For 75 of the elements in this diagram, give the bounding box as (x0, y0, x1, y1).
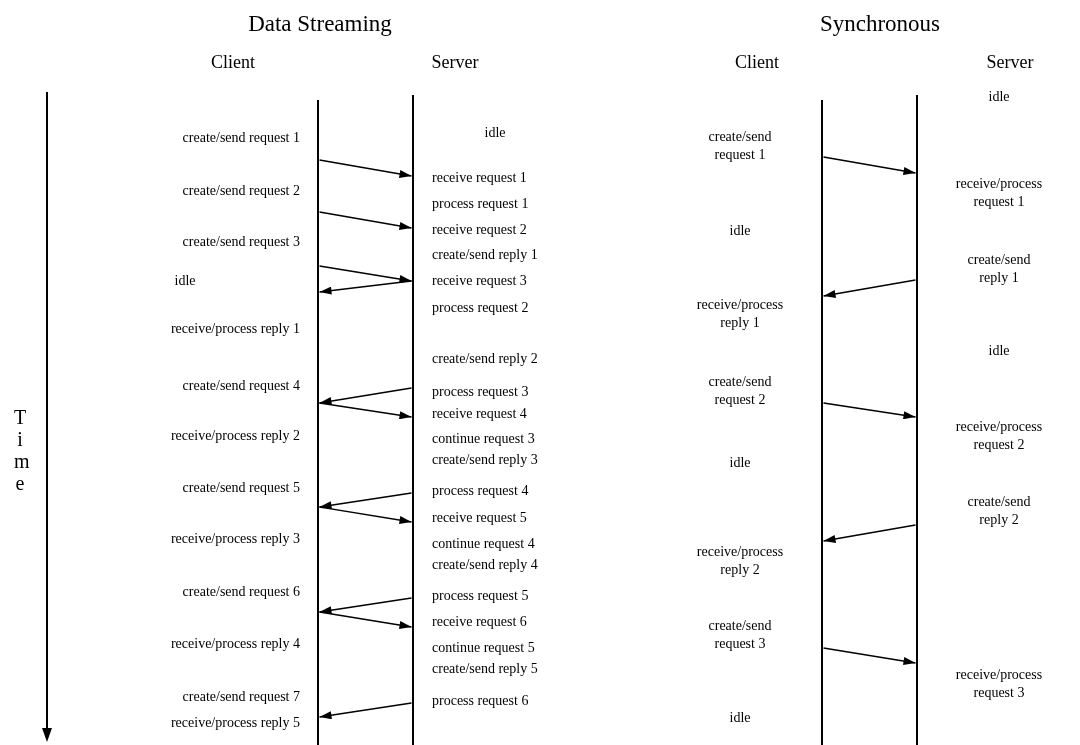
message-arrow (318, 506, 413, 524)
step-text: idle (988, 87, 1010, 106)
column-heading: Client (211, 50, 255, 74)
lifeline (412, 95, 414, 745)
step-text: receive/process request 2 (954, 417, 1044, 453)
step-text: create/send reply 1 (432, 245, 538, 264)
step-text: process request 3 (432, 382, 529, 401)
step-text: receive/process reply 2 (695, 542, 785, 578)
message-arrow (318, 211, 413, 230)
step-text: continue request 4 (432, 534, 535, 553)
column-heading: Server (431, 50, 479, 74)
message-arrow (822, 647, 917, 665)
message-arrow (318, 387, 413, 405)
step-text: process request 6 (432, 691, 529, 710)
step-text: create/send request 3 (707, 616, 773, 652)
step-text: receive request 4 (432, 404, 527, 423)
lifeline (821, 100, 823, 745)
step-text: process request 2 (432, 298, 529, 317)
step-text: receive request 6 (432, 612, 527, 631)
step-text: create/send reply 4 (432, 555, 538, 574)
step-text: receive request 2 (432, 220, 527, 239)
column-title: Synchronous (819, 9, 941, 38)
step-text: idle (729, 708, 751, 727)
step-text: process request 1 (432, 194, 529, 213)
message-arrow (318, 492, 413, 510)
lifeline (916, 95, 918, 745)
step-text: receive/process request 3 (954, 665, 1044, 701)
step-text: idle (484, 123, 506, 142)
message-arrow (822, 524, 917, 543)
message-arrow (318, 159, 413, 178)
lifeline (317, 100, 319, 745)
column-title: Data Streaming (248, 9, 392, 38)
step-text: receive/process reply 5 (170, 713, 300, 732)
message-arrow (822, 279, 917, 298)
message-arrow (318, 597, 413, 615)
message-arrow (318, 702, 413, 720)
step-text: receive/process reply 2 (170, 426, 300, 445)
step-text: create/send request 7 (182, 687, 300, 706)
message-arrow (822, 156, 917, 175)
step-text: create/send request 1 (707, 127, 773, 163)
step-text: receive request 5 (432, 508, 527, 527)
column-heading: Client (735, 50, 779, 74)
message-arrow (318, 402, 413, 420)
step-text: continue request 5 (432, 638, 535, 657)
step-text: receive request 1 (432, 168, 527, 187)
step-text: create/send request 2 (182, 181, 300, 200)
step-text: create/send reply 2 (966, 492, 1032, 528)
step-text: create/send request 2 (707, 372, 773, 408)
step-text: create/send reply 2 (432, 349, 538, 368)
step-text: continue request 3 (432, 429, 535, 448)
step-text: create/send request 4 (182, 376, 300, 395)
step-text: create/send reply 1 (966, 250, 1032, 286)
step-text: process request 4 (432, 481, 529, 500)
step-text: idle (988, 341, 1010, 360)
step-text: receive/process request 1 (954, 174, 1044, 210)
column-heading: Server (986, 50, 1034, 74)
step-text: create/send request 1 (182, 128, 300, 147)
message-arrow (318, 280, 413, 295)
step-text: create/send reply 3 (432, 450, 538, 469)
step-text: create/send reply 5 (432, 659, 538, 678)
step-text: create/send request 5 (182, 478, 300, 497)
step-text: receive/process reply 1 (170, 319, 300, 338)
message-arrow (318, 611, 413, 629)
message-arrow (822, 402, 917, 420)
step-text: receive/process reply 3 (170, 529, 300, 548)
message-arrow (318, 265, 413, 283)
step-text: receive/process reply 1 (695, 295, 785, 331)
step-text: create/send request 6 (182, 582, 300, 601)
step-text: idle (729, 221, 751, 240)
step-text: receive/process reply 4 (170, 634, 300, 653)
step-text: create/send request 3 (182, 232, 300, 251)
step-text: idle (174, 271, 196, 290)
step-text: idle (729, 453, 751, 472)
step-text: process request 5 (432, 586, 529, 605)
step-text: receive request 3 (432, 271, 527, 290)
